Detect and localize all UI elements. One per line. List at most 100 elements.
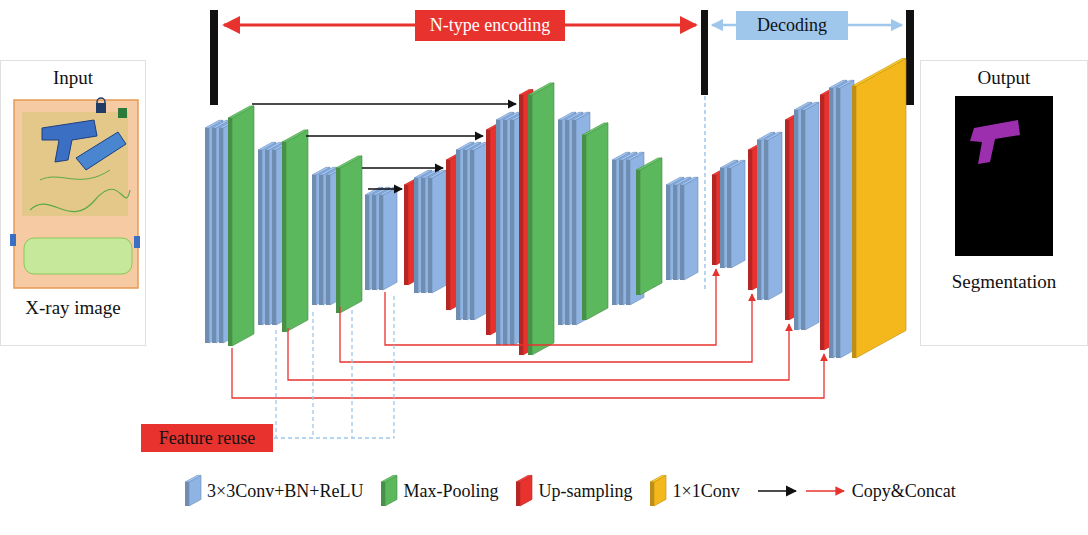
slab-edge bbox=[265, 150, 269, 325]
legend-item: 3×3Conv+BN+ReLU bbox=[183, 474, 363, 508]
slab-face bbox=[383, 187, 397, 290]
slab-edge bbox=[820, 95, 824, 350]
slab-edge bbox=[228, 118, 232, 346]
slab-edge bbox=[712, 175, 716, 265]
banner-label: N-type encoding bbox=[430, 15, 550, 36]
slab-top bbox=[336, 156, 362, 168]
slab-face bbox=[286, 130, 308, 332]
layer-slab bbox=[258, 142, 276, 325]
slab-edge bbox=[852, 86, 856, 358]
output-panel: OutputSegmentation bbox=[920, 60, 1088, 346]
slab-top bbox=[852, 59, 906, 87]
layer-slab bbox=[666, 177, 684, 280]
layer-slab bbox=[282, 130, 308, 332]
segmentation-mask bbox=[955, 96, 1053, 256]
layer-slab bbox=[612, 152, 630, 305]
slab-edge bbox=[720, 168, 724, 268]
layer-slab bbox=[801, 102, 819, 330]
slab-face bbox=[684, 177, 698, 280]
slab-edge bbox=[619, 160, 623, 305]
legend-item: Up-sampling bbox=[514, 474, 632, 508]
slab-top bbox=[636, 158, 662, 170]
slab-top bbox=[680, 177, 698, 185]
slab-face bbox=[500, 112, 514, 345]
slab-face bbox=[369, 187, 383, 290]
slab-edge bbox=[336, 168, 340, 313]
layer-slab bbox=[636, 158, 662, 295]
layer-slab bbox=[470, 142, 488, 320]
slab-face bbox=[262, 142, 276, 325]
divider-bar bbox=[906, 10, 914, 105]
slab-edge bbox=[365, 195, 369, 290]
layer-stack bbox=[205, 59, 906, 359]
slab-edge bbox=[486, 130, 490, 335]
slab-top bbox=[470, 142, 488, 150]
layer-slab bbox=[727, 160, 745, 268]
legend-swatch bbox=[514, 474, 534, 508]
slab-edge bbox=[565, 120, 569, 325]
legend-arrow bbox=[806, 490, 844, 492]
slab-edge bbox=[836, 88, 840, 358]
slab-face bbox=[586, 123, 608, 320]
divider-bar bbox=[701, 10, 708, 95]
skip-connections bbox=[232, 269, 824, 398]
layer-slab bbox=[558, 112, 576, 325]
slab-edge bbox=[185, 482, 189, 506]
layer-slab bbox=[836, 80, 854, 358]
slab-top bbox=[836, 80, 854, 88]
layer-slab bbox=[519, 90, 533, 356]
slab-edge bbox=[626, 160, 630, 305]
slab-face bbox=[532, 83, 554, 355]
slab-top bbox=[282, 130, 308, 142]
slab-edge bbox=[326, 175, 330, 305]
slab-edge bbox=[727, 168, 731, 268]
slab-edge bbox=[272, 150, 276, 325]
feature-reuse-box: Feature reuse bbox=[141, 424, 273, 452]
panel-caption: Segmentation bbox=[952, 271, 1056, 293]
slab-edge bbox=[666, 185, 670, 280]
slab-edge bbox=[673, 185, 677, 280]
slab-top bbox=[381, 475, 397, 482]
slab-face bbox=[640, 158, 662, 295]
slab-edge bbox=[212, 128, 216, 343]
slab-top bbox=[228, 106, 254, 118]
slab-edge bbox=[258, 150, 262, 325]
legend-item: Copy&Concat bbox=[756, 481, 956, 502]
slab-top bbox=[185, 475, 201, 482]
layer-slab bbox=[496, 112, 514, 345]
layer-slab bbox=[414, 170, 432, 293]
legend-label: 1×1Conv bbox=[672, 481, 739, 502]
slab-edge bbox=[372, 195, 376, 290]
slab-edge bbox=[572, 120, 576, 325]
panel-title: Output bbox=[978, 67, 1031, 89]
legend-label: Up-sampling bbox=[538, 481, 632, 502]
layer-slab bbox=[764, 132, 782, 300]
slab-edge bbox=[319, 175, 323, 305]
layer-slab bbox=[680, 177, 698, 280]
legend-label: Copy&Concat bbox=[852, 481, 956, 502]
slab-edge bbox=[379, 195, 383, 290]
slab-top bbox=[764, 132, 782, 140]
slab-edge bbox=[456, 150, 460, 320]
slab-face bbox=[418, 170, 432, 293]
layer-slab bbox=[852, 59, 906, 359]
feature-reuse-lines bbox=[274, 296, 394, 438]
slab-edge bbox=[757, 140, 761, 300]
layer-slab bbox=[365, 187, 383, 290]
legend-item: Max-Pooling bbox=[379, 474, 498, 508]
banner-label: Decoding bbox=[757, 15, 827, 36]
slab-edge bbox=[794, 110, 798, 330]
slab-face bbox=[840, 80, 854, 358]
slab-edge bbox=[404, 185, 408, 285]
slab-edge bbox=[528, 95, 532, 355]
legend: 3×3Conv+BN+ReLU Max-Pooling Up-sampling 1×1… bbox=[183, 474, 956, 508]
slab-edge bbox=[764, 140, 768, 300]
slab-top bbox=[428, 170, 446, 178]
slab-face bbox=[232, 106, 254, 346]
legend-label: 3×3Conv+BN+ReLU bbox=[207, 481, 363, 502]
slab-top bbox=[582, 123, 608, 135]
layer-slab bbox=[205, 120, 223, 343]
legend-swatch bbox=[379, 474, 399, 508]
